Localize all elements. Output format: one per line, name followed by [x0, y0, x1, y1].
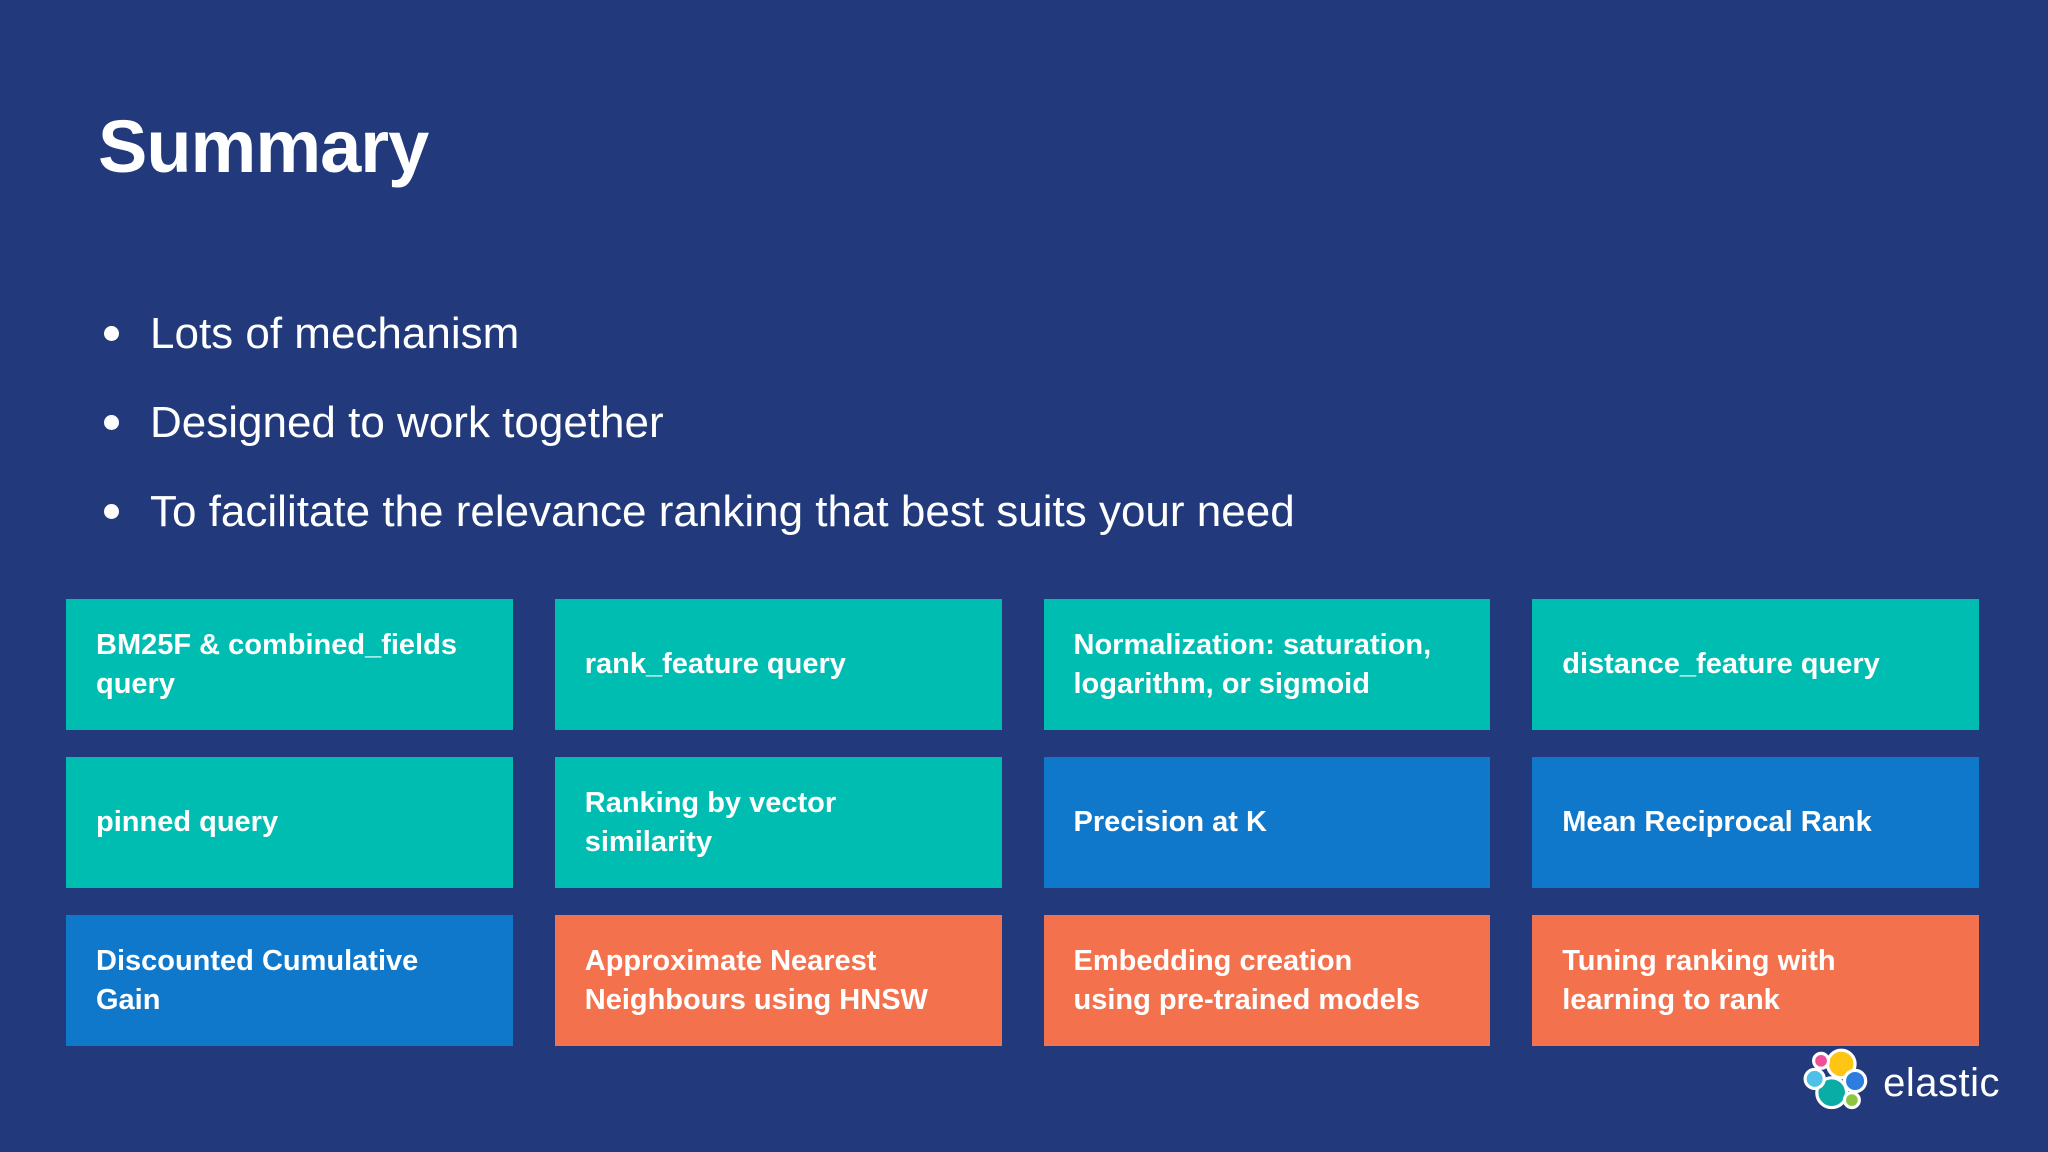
bullet-list: Lots of mechanism Designed to work toget…: [100, 312, 1295, 579]
bullet-item: Lots of mechanism: [100, 312, 1295, 356]
bullet-item: To facilitate the relevance ranking that…: [100, 490, 1295, 534]
grid-cell-dcg: Discounted Cumulative Gain: [66, 915, 513, 1046]
mechanism-grid: BM25F & combined_fields query rank_featu…: [66, 599, 1979, 1046]
elastic-logo-icon: [1803, 1047, 1871, 1120]
grid-cell-mrr: Mean Reciprocal Rank: [1532, 757, 1979, 888]
grid-cell-embeddings: Embedding creation using pre-trained mod…: [1043, 915, 1491, 1046]
grid-cell-normalization: Normalization: saturation, logarithm, or…: [1043, 599, 1491, 730]
brand-name: elastic: [1883, 1061, 2000, 1105]
grid-cell-bm25f: BM25F & combined_fields query: [66, 599, 513, 730]
page-title: Summary: [98, 105, 429, 188]
grid-cell-rank-feature: rank_feature query: [554, 599, 1002, 730]
brand-footer: elastic: [1803, 1047, 2000, 1120]
grid-cell-pinned-query: pinned query: [66, 757, 513, 888]
grid-cell-precision-at-k: Precision at K: [1043, 757, 1491, 888]
grid-cell-learning-to-rank: Tuning ranking with learning to rank: [1532, 915, 1979, 1046]
bullet-item: Designed to work together: [100, 401, 1295, 445]
grid-cell-vector-similarity: Ranking by vector similarity: [554, 757, 1002, 888]
grid-cell-distance-feature: distance_feature query: [1532, 599, 1979, 730]
grid-cell-ann-hnsw: Approximate Nearest Neighbours using HNS…: [554, 915, 1002, 1046]
